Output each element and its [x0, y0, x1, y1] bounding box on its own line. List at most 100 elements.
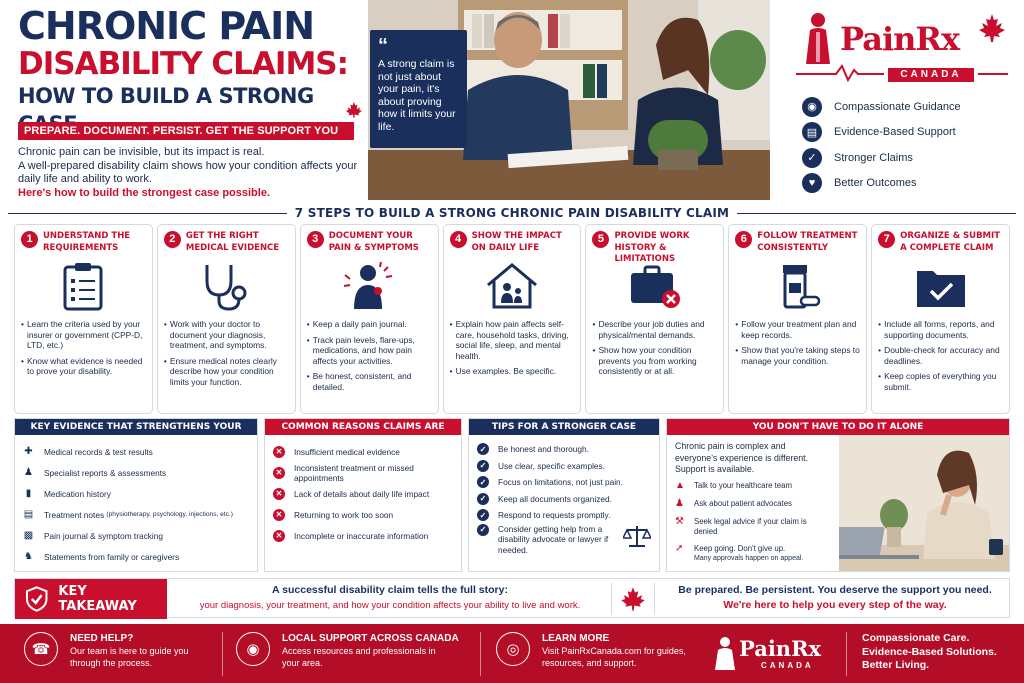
step-card: 7 ORGANIZE & SUBMIT A COMPLETE CLAIM Inc… [871, 224, 1011, 414]
step-title: ORGANIZE & SUBMIT A COMPLETE CLAIM [900, 231, 1000, 253]
journal-icon: ▩ [23, 530, 34, 541]
step-bullet: Follow your treatment plan and keep reco… [735, 319, 862, 340]
check-circle-icon: ✓ [477, 443, 489, 456]
slogan-line3: Better Living. [862, 659, 930, 671]
list-item: ▮Medication history [23, 483, 249, 504]
people-icon: ◉ [802, 96, 822, 117]
list-item-text: Be honest and thorough. [498, 444, 589, 455]
list-item-text: Ask about patient advocates [694, 499, 792, 508]
list-item: ✓Respond to requests promptly. [477, 507, 651, 524]
list-item: ✕Insufficient medical evidence [273, 441, 453, 462]
pill-icon: ▮ [25, 488, 32, 499]
footer: ☎ NEED HELP? Our team is here to guide y… [0, 624, 1024, 683]
title-block: CHRONIC PAIN DISABILITY CLAIMS: HOW TO B… [18, 6, 363, 138]
footer-local-heading: LOCAL SUPPORT ACROSS CANADA [282, 633, 459, 644]
support-list: ▲ Talk to your healthcare team ♟ Ask about… [675, 481, 835, 571]
key-takeaway-label-box: KEY TAKEAWAY [15, 579, 167, 619]
step-number: 5 [592, 231, 610, 248]
step-bullets: Keep a daily pain journal. Track pain le… [307, 319, 434, 398]
list-item: ✕Returning to work too soon [273, 504, 453, 525]
globe-icon: ◎ [496, 632, 530, 666]
step-card: 4 SHOW THE IMPACT ON DAILY LIFE Explain … [442, 224, 582, 414]
list-item: ✕Inconsistent treatment or missed appoin… [273, 462, 453, 483]
maple-leaf-icon [346, 102, 363, 118]
takeaway-right2: We're here to help you every step of the… [723, 599, 947, 611]
quote-box: “ A strong claim is not just about your … [370, 30, 467, 148]
group-icon: ♞ [24, 551, 33, 562]
key-evidence-heading: KEY EVIDENCE THAT STRENGTHENS YOUR CLAIM [15, 419, 257, 448]
step-number: 6 [735, 231, 753, 248]
logo-country: CANADA [888, 68, 974, 82]
step-number: 7 [878, 231, 896, 248]
step-number: 3 [306, 231, 324, 248]
list-item-text: Inconsistent treatment or missed appoint… [294, 462, 414, 483]
medical-cross-icon: ✚ [24, 446, 33, 457]
step-title: UNDERSTAND THE REQUIREMENTS [43, 231, 131, 253]
benefit-item: ♥ Better Outcomes [802, 171, 1012, 197]
clipboard-icon [53, 259, 113, 313]
house-family-icon [482, 259, 542, 313]
tagline-bar: PREPARE. DOCUMENT. PERSIST. GET THE SUPP… [18, 122, 354, 155]
takeaway-right1: Be prepared. Be persistent. You deserve … [678, 584, 992, 596]
check-circle-icon: ✓ [477, 492, 489, 505]
benefit-item: ✓ Stronger Claims [802, 145, 1012, 171]
spine-person-icon [715, 637, 735, 670]
list-item-text: Statements from family or caregivers [44, 551, 180, 562]
footer-divider [480, 632, 481, 676]
list-item-text: Talk to your healthcare team [694, 481, 792, 490]
title-line1: CHRONIC PAIN [18, 4, 315, 48]
shield-check-icon: ✓ [802, 147, 822, 168]
check-circle-icon: ✓ [477, 476, 489, 489]
intro-line1: Chronic pain can be invisible, but its i… [18, 146, 265, 158]
woman-laptop-illustration [827, 435, 1009, 571]
step-bullet: Know what evidence is needed to prove yo… [21, 356, 148, 377]
benefit-label: Evidence-Based Support [834, 126, 956, 139]
list-item: ✚Medical records & test results [23, 441, 249, 462]
denial-reasons-panel: COMMON REASONS CLAIMS ARE DENIED ✕Insuff… [264, 418, 462, 572]
chat-icon: ▲ [675, 480, 685, 491]
list-item-text: Keep going. Don't give up. [694, 543, 786, 553]
briefcase-x-icon [625, 259, 685, 313]
support-intro-line1: Chronic pain is complex and everyone's e… [675, 441, 809, 463]
step-title: DOCUMENT YOUR PAIN & SYMPTOMS [328, 231, 419, 253]
footer-logo: PainRx CANADA [713, 634, 833, 674]
list-item-text: Lack of details about daily life impact [294, 488, 430, 499]
list-item: ♟ Ask about patient advocates [675, 499, 835, 510]
takeaway-line2: your diagnosis, your treatment, and how … [199, 600, 581, 611]
intro-text: Chronic pain can be invisible, but its i… [18, 146, 358, 200]
step-title: GET THE RIGHT MEDICAL EVIDENCE [185, 231, 280, 253]
step-bullet: Keep copies of everything you submit. [878, 371, 1005, 392]
location-pin-icon: ◉ [236, 632, 270, 666]
list-item: ✕Lack of details about daily life impact [273, 483, 453, 504]
slogan-line2: Evidence-Based Solutions. [862, 645, 997, 658]
steps-heading: 7 STEPS TO BUILD A STRONG CHRONIC PAIN D… [0, 204, 1024, 222]
benefit-item: ▤ Evidence-Based Support [802, 120, 1012, 146]
takeaway-line1: A successful disability claim tells the … [272, 584, 508, 596]
list-item-text: Treatment notes [44, 509, 105, 520]
key-takeaway-label: KEY TAKEAWAY [58, 584, 137, 614]
denial-reasons-list: ✕Insufficient medical evidence ✕Inconsis… [265, 435, 461, 546]
advocate-icon: ♟ [675, 498, 684, 509]
footer-learn-heading: LEARN MORE [542, 633, 610, 644]
logo-graphic [796, 13, 1008, 83]
list-item: ✓Consider getting help from a disability… [477, 523, 651, 555]
quote-mark: “ [378, 35, 388, 57]
footer-local: ◉ LOCAL SUPPORT ACROSS CANADA Access res… [236, 632, 466, 676]
step-bullet: Include all forms, reports, and supporti… [878, 319, 1005, 340]
heart-hands-icon: ♥ [802, 173, 822, 194]
step-bullet: Work with your doctor to document your d… [164, 319, 291, 351]
doctor-icon: ♟ [24, 467, 33, 478]
list-item: ♞ Statements from family or caregivers [23, 546, 249, 567]
pain-person-icon [339, 259, 399, 313]
list-item: ✓Focus on limitations, not just pain. [477, 474, 651, 491]
list-item: ✕Incomplete or inaccurate information [273, 525, 453, 546]
step-bullet: Use examples. Be specific. [450, 366, 577, 377]
pill-bottle-icon [768, 259, 828, 313]
list-item: ✓Use clear, specific examples. [477, 458, 651, 475]
step-bullet: Double-check for accuracy and deadlines. [878, 345, 1005, 366]
x-circle-icon: ✕ [273, 445, 285, 458]
step-card: 5 PROVIDE WORK HISTORY & LIMITATIONS Des… [585, 224, 725, 414]
step-bullet: Show that you're taking steps to manage … [735, 345, 862, 366]
support-intro: Chronic pain is complex and everyone's e… [675, 441, 825, 476]
